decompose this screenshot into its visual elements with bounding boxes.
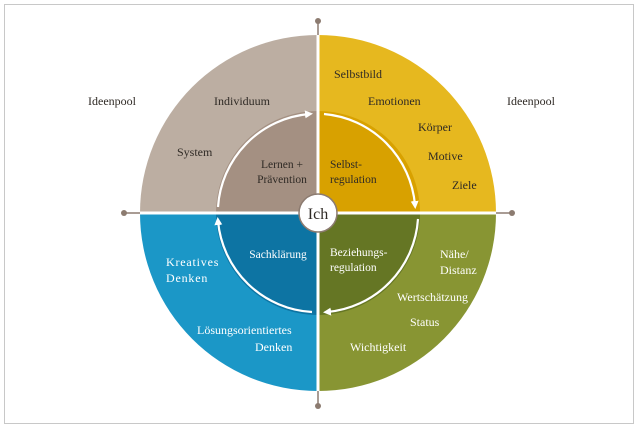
inner-label-lernen: Lernen + <box>261 159 303 171</box>
cycle-arrow-top-right <box>323 112 419 209</box>
label-denken-2: Denken <box>255 340 292 354</box>
quadrant-bottom-right-inner <box>318 213 420 315</box>
label-naehe: Nähe/ <box>440 247 469 261</box>
label-kreatives: Kreatives <box>166 255 219 269</box>
label-distanz: Distanz <box>440 263 477 277</box>
label-ziele: Ziele <box>452 178 477 192</box>
inner-label-praevention: Prävention <box>257 174 307 186</box>
axis-dot-left <box>121 210 127 216</box>
label-wertschaetzung: Wertschätzung <box>397 290 468 304</box>
label-denken-1: Denken <box>166 271 208 285</box>
cycle-arrow-bottom-left <box>214 217 313 314</box>
label-emotionen: Emotionen <box>368 94 421 108</box>
label-motive: Motive <box>428 149 463 163</box>
cycle-arrow-top-left <box>216 110 313 208</box>
center-circle <box>298 193 338 233</box>
label-system: System <box>177 145 213 159</box>
quadrant-top-left-inner <box>216 111 318 213</box>
quadrant-bottom-left-inner <box>216 213 318 315</box>
inner-label-beziehungsregulation: regulation <box>330 262 377 274</box>
cycle-arrow-bottom-right <box>323 218 420 316</box>
inner-label-sachklaerung: Sachklärung <box>249 249 307 261</box>
label-individuum: Individuum <box>214 94 271 108</box>
axis-dot-bottom <box>315 403 321 409</box>
label-wichtigkeit: Wichtigkeit <box>350 340 407 354</box>
label-status: Status <box>410 315 440 329</box>
center-label: Ich <box>308 206 328 223</box>
label-koerper: Körper <box>418 120 452 134</box>
ideenpool-left-label: Ideenpool <box>88 94 137 108</box>
label-loesungsorientiertes: Lösungsorientiertes <box>197 323 292 337</box>
axis-dot-top <box>315 18 321 24</box>
quadrant-top-right-inner <box>318 111 420 213</box>
inner-label-regulation: regulation <box>330 174 377 186</box>
axis-dot-right <box>509 210 515 216</box>
inner-label-beziehungs: Beziehungs- <box>330 247 388 259</box>
inner-label-selbst: Selbst- <box>330 159 362 171</box>
label-selbstbild: Selbstbild <box>334 67 382 81</box>
ideenpool-right-label: Ideenpool <box>507 94 556 108</box>
